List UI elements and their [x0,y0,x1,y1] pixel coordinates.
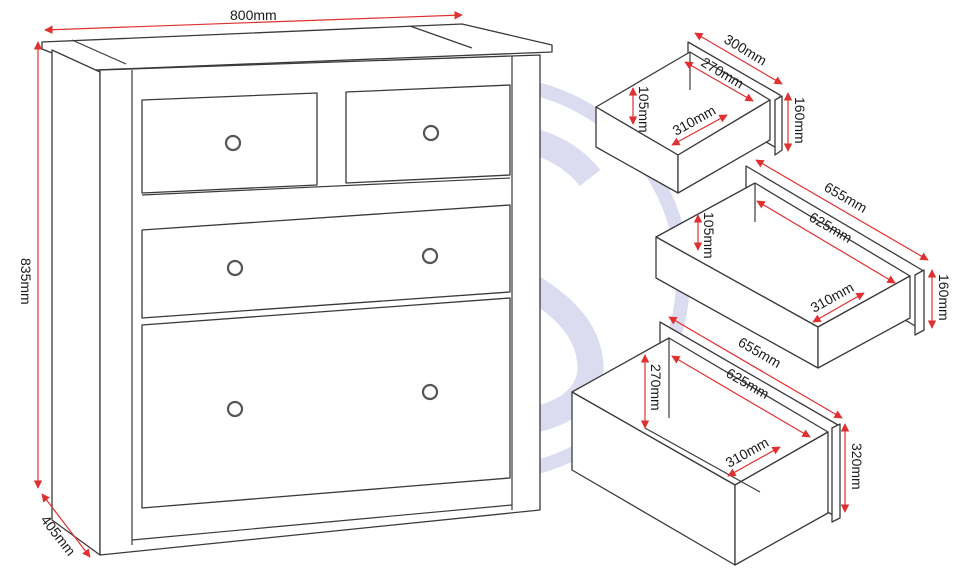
knob-icon [422,124,440,142]
medium-drawer-inner-height: 105mm [701,212,717,259]
large-drawer-front-height: 320mm [849,443,865,490]
large-drawer-inner-height: 270mm [648,364,664,411]
width-label: 800mm [230,7,277,23]
medium-drawer-outer-length: 655mm [822,179,870,216]
drawer-bottom [141,297,511,509]
knob-icon [226,400,244,418]
chest-of-drawers [41,23,553,556]
cabinet-side [51,49,101,556]
medium-drawer-front-height: 160mm [936,274,952,321]
height-label: 835mm [18,258,34,305]
knob-icon [224,134,242,152]
knob-icon [226,259,244,277]
drawer-middle [141,204,511,319]
small-drawer-inner-height: 105mm [636,86,652,133]
knob-icon [421,247,439,265]
medium-drawer-detail [655,165,925,369]
knob-icon [421,383,439,401]
small-drawer-front-height: 160mm [792,97,808,144]
